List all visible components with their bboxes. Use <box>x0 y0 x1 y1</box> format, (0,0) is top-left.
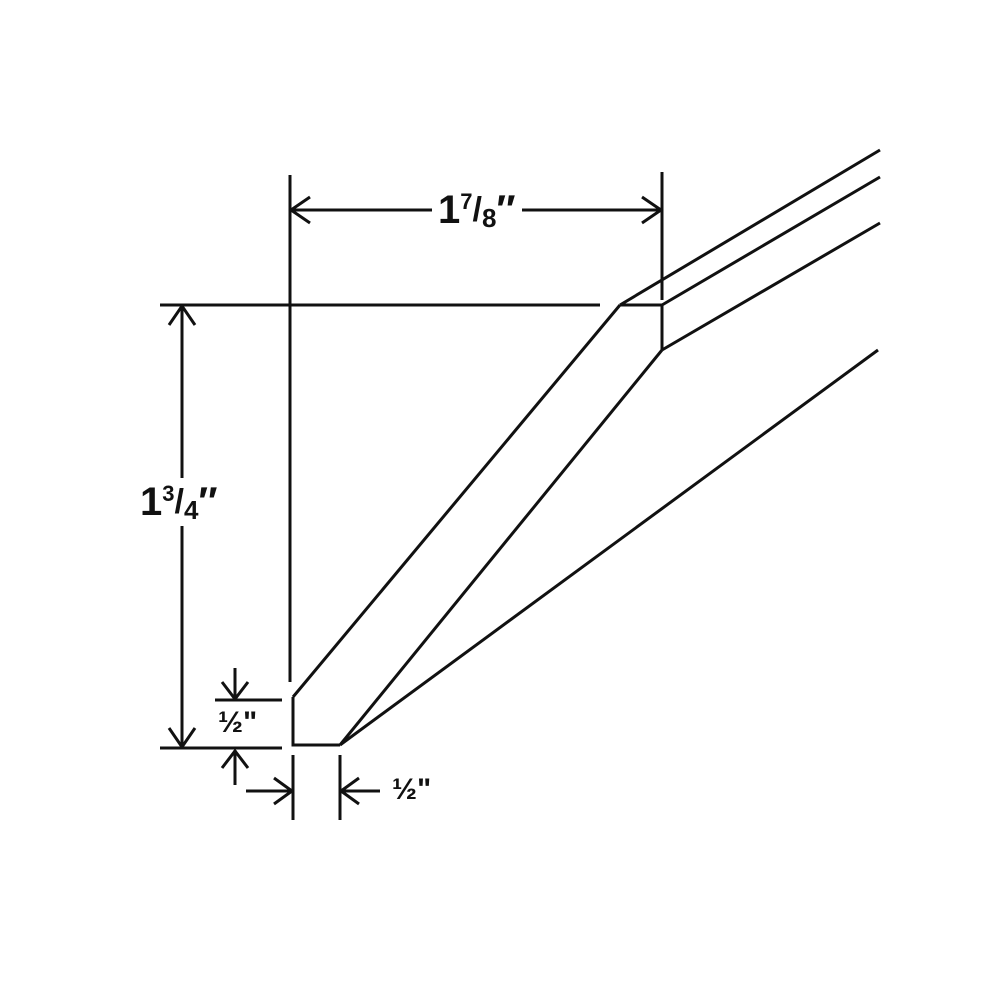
profile-bottom-face <box>291 697 340 747</box>
profile-front-edge <box>291 304 622 698</box>
arrow-up-icon <box>220 748 250 769</box>
arrow-right-icon <box>641 195 664 225</box>
extrusion-line-top <box>619 148 881 307</box>
molding-extrusion <box>619 148 881 352</box>
height-unit: ″ <box>198 480 218 524</box>
width-label: 17/8″ <box>432 188 522 233</box>
bottom-face-width-dimension <box>246 755 380 820</box>
bottom-face-width-label: ½" <box>392 773 432 806</box>
extrusion-line-lower <box>661 221 881 352</box>
height-numerator: 3 <box>162 481 175 506</box>
arrow-left-icon <box>338 776 360 806</box>
molding-profile <box>291 303 879 747</box>
arrow-left-icon <box>288 195 311 225</box>
profile-back-edge <box>338 349 664 746</box>
arrow-up-icon <box>167 303 197 326</box>
width-unit: ″ <box>496 188 516 232</box>
bottom-face-height-dimension <box>215 668 282 785</box>
width-dimension <box>288 172 664 682</box>
arrow-down-icon <box>220 681 250 702</box>
width-numerator: 7 <box>460 189 473 214</box>
bottom-face-height-label: ½" <box>218 706 258 739</box>
profile-rear-edge <box>339 348 879 747</box>
arrow-down-icon <box>167 727 197 750</box>
height-dimension <box>160 303 600 750</box>
height-denominator: 4 <box>183 495 199 525</box>
extrusion-line-middle <box>661 175 881 307</box>
profile-top-face <box>620 303 664 350</box>
height-slash: / <box>174 483 184 521</box>
width-denominator: 8 <box>481 203 497 233</box>
width-slash: / <box>472 191 482 229</box>
height-label: 13/4″ <box>140 478 218 526</box>
width-whole: 1 <box>438 188 461 232</box>
height-whole: 1 <box>140 480 163 524</box>
arrow-right-icon <box>273 776 295 806</box>
